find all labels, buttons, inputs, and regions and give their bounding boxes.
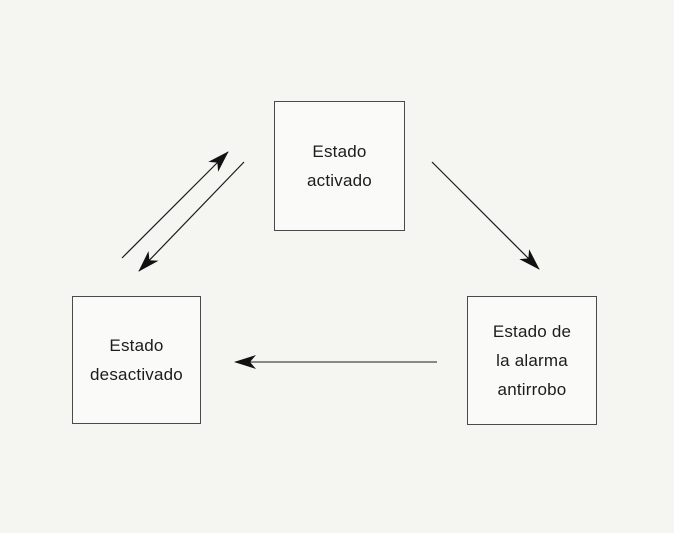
node-label-line: la alarma — [496, 351, 568, 370]
node-label-line: desactivado — [90, 365, 183, 384]
node-estado-desactivado: Estado desactivado — [72, 296, 201, 424]
node-label-line: Estado de — [492, 322, 572, 341]
edge-activado-to-desactivado — [138, 161, 245, 272]
node-estado-activado: Estado activado — [274, 101, 405, 231]
node-estado-alarma-antirrobo: Estado de la alarma antirrobo — [467, 296, 597, 425]
node-label-line: Estado — [109, 336, 164, 355]
edge-activado-to-alarma — [431, 161, 540, 270]
edge-desactivado-to-activado — [121, 151, 229, 259]
node-label-line: antirrobo — [497, 380, 567, 399]
node-label-line: Estado — [312, 142, 367, 161]
node-label-line: activado — [307, 171, 372, 190]
